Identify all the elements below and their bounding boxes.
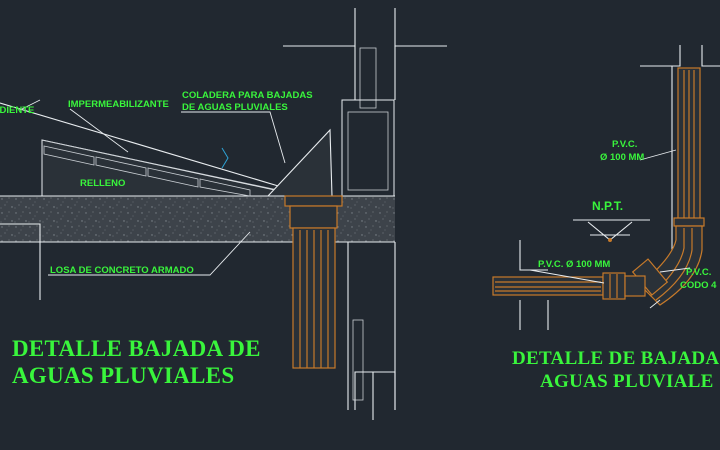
right-title-line1: DETALLE DE BAJADA: [512, 348, 719, 369]
right-title-line2: AGUAS PLUVIALE: [540, 371, 714, 392]
pvc-elbow: [631, 225, 703, 306]
label-pvc-codo-line2: CODO 4: [680, 280, 717, 291]
label-pvc-vertical-line1: P.V.C.: [612, 139, 637, 150]
vertical-pvc-pipe: [673, 67, 705, 227]
right-detail: P.V.C. Ø 100 MM N.P.T. P.V.C. Ø 100 MM P…: [492, 45, 720, 392]
label-pvc-codo-line1: P.V.C.: [686, 267, 711, 278]
slope-blocks: [41, 139, 279, 197]
label-relleno: RELLENO: [80, 178, 125, 189]
downpipe: [284, 195, 343, 369]
horizontal-pvc-pipe: [492, 272, 646, 300]
left-title-line2: AGUAS PLUVIALES: [12, 363, 234, 388]
label-losa: LOSA DE CONCRETO ARMADO: [50, 265, 194, 276]
coladera-cap: [266, 128, 333, 197]
label-pendiente: PENDIENTE: [0, 105, 34, 116]
label-coladera-line1: COLADERA PARA BAJADAS: [182, 90, 313, 101]
label-npt: N.P.T.: [592, 199, 623, 213]
label-pvc-horizontal: P.V.C. Ø 100 MM: [538, 259, 610, 270]
label-impermeabilizante: IMPERMEABILIZANTE: [68, 99, 169, 110]
npt-marker: [573, 219, 650, 242]
left-title-line1: DETALLE BAJADA DE: [12, 336, 261, 361]
left-detail: PENDIENTE IMPERMEABILIZANTE COLADERA PAR…: [0, 8, 447, 420]
left-wall-stub: [0, 223, 41, 300]
label-pvc-vertical-line2: Ø 100 MM: [600, 152, 644, 163]
label-coladera-line2: DE AGUAS PLUVIALES: [182, 102, 288, 113]
slope-line: [0, 102, 286, 189]
